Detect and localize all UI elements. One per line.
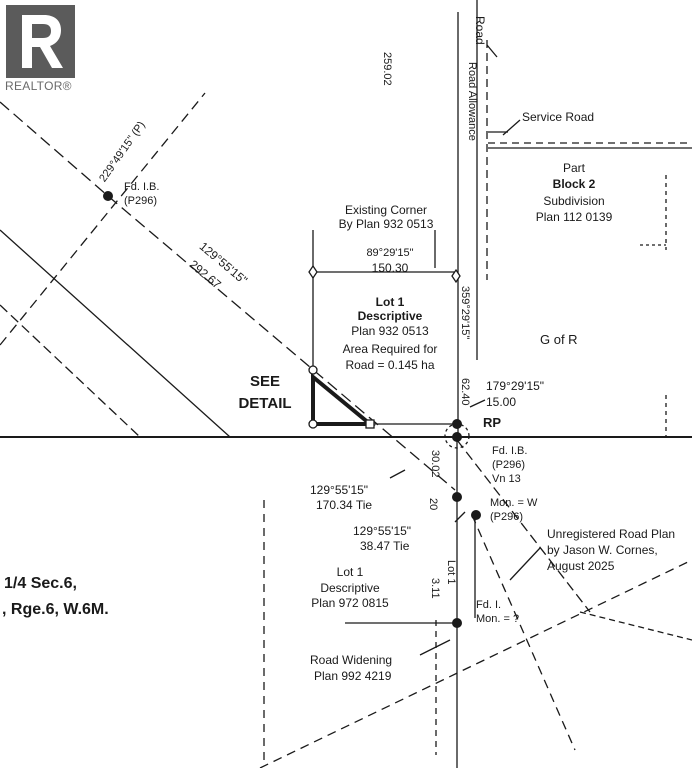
dist-bottom1-label: 170.34 Tie: [316, 498, 373, 512]
detail-label: DETAIL: [238, 395, 292, 412]
descriptive-bottom-label: Descriptive: [320, 581, 380, 595]
area-required-label: Area Required for: [342, 342, 438, 356]
unregistered-leader: [509, 547, 541, 581]
widening-leader: [419, 639, 451, 656]
bearing-leader: [469, 399, 486, 408]
dist-vert-mid-label: 30.02: [429, 450, 441, 478]
block2-label: Block 2: [552, 177, 596, 191]
part-label: Part: [562, 161, 585, 175]
diagonal-dashed-left: [0, 304, 141, 438]
service-road-label: Service Road: [522, 110, 595, 124]
fd-mon-ref-label: Mon. = ?: [476, 613, 520, 625]
diagonal-dashed-upper: [0, 92, 206, 346]
existing-corner-label-2: By Plan 932 0513: [338, 217, 434, 231]
road-leader: [486, 44, 498, 58]
service-road-leader: [502, 119, 521, 136]
see-label: SEE: [249, 373, 280, 390]
diagonal-bottom-3: [579, 611, 692, 641]
diagonal-solid-left: [0, 229, 231, 438]
unregistered-label-2: by Jason W. Cornes,: [547, 543, 658, 557]
dist-62-label: 62.40: [459, 378, 471, 406]
plan-widening-label: Plan 992 4219: [314, 669, 392, 683]
road-ha-label: Road = 0.145 ha: [345, 358, 435, 372]
realtor-logo-icon: [6, 5, 75, 78]
monument-marker-2: [471, 510, 481, 520]
realtor-watermark-text: REALTOR®: [5, 79, 72, 93]
dist-right-label: 15.00: [486, 395, 517, 409]
fd-mon-label: Fd. I.: [476, 599, 502, 611]
diagonal-bottom-1: [456, 439, 591, 613]
rp-marker: [452, 432, 462, 442]
plan-112-label: Plan 112 0139: [535, 210, 613, 224]
lot-corner-open-2: [308, 419, 318, 429]
lot1-bottom-label: Lot 1: [336, 565, 364, 579]
found-ib-label: Fd. I.B.: [492, 445, 528, 457]
descriptive-label: Descriptive: [357, 309, 423, 323]
lot1-vert-label: Lot 1: [445, 560, 457, 585]
lot1-vert-dist-label: 3.11: [429, 578, 441, 599]
plan-bottom-label: Plan 972 0815: [311, 596, 389, 610]
bearing-lot-top-label: 89°29'15": [366, 247, 414, 259]
monument-marker-1: [452, 492, 462, 502]
section-label: 1/4 Sec.6,: [4, 575, 77, 592]
road-allowance-label: Road Allowance: [466, 62, 478, 141]
plan932-label: Plan 932 0513: [351, 324, 429, 338]
existing-corner-label-1: Existing Corner: [344, 203, 428, 217]
found-pin-marker: [103, 191, 113, 201]
diagonal-bottom-long: [259, 559, 692, 768]
dist-lot-top-label: 150.30: [371, 261, 409, 275]
road-widening-label: Road Widening: [310, 653, 393, 667]
lot1-label: Lot 1: [375, 295, 405, 309]
bearing-bottom1-label: 129°55'15": [310, 483, 369, 497]
lot-corner-open-1: [308, 365, 318, 375]
bearing-right-label: 179°29'15": [486, 379, 545, 393]
monument-ref-label: (P296): [490, 511, 524, 523]
diagonal-tie-line: [107, 195, 456, 491]
dist-vert-small-label: 20: [427, 498, 439, 511]
lot-corner-diamond-1: [308, 264, 318, 280]
gof-label: G of R: [540, 332, 578, 347]
township-label: , Rge.6, W.6M.: [2, 601, 109, 618]
found-pin-label: Fd. I.B.: [124, 181, 160, 193]
tie-leader-1: [389, 469, 406, 479]
found-vn-label: Vn 13: [492, 473, 521, 485]
corner-marker: [452, 419, 462, 429]
vert-bearing-label: 359°29'15": [459, 286, 471, 340]
detail-triangle: [311, 372, 376, 426]
widening-marker: [452, 618, 462, 628]
road-vertical-label: Road: [473, 16, 487, 45]
tie-leader-2: [454, 511, 466, 523]
unregistered-label-3: August 2025: [547, 559, 615, 573]
subdivision-label: Subdivision: [543, 194, 605, 208]
found-ref-label: (P296): [492, 459, 526, 471]
diagonal-bottom-2: [471, 514, 576, 751]
dist-bottom2-label: 38.47 Tie: [360, 539, 410, 553]
monument-label: Mon. = W: [490, 497, 538, 509]
lot-corner-square: [365, 419, 375, 429]
rp-label: RP: [483, 415, 502, 430]
bearing-bottom2-label: 129°55'15": [353, 524, 412, 538]
diagonal-tie-extension: [0, 101, 109, 197]
unregistered-label-1: Unregistered Road Plan: [547, 527, 676, 541]
lot-corner-diamond-2: [451, 268, 461, 284]
dist-top-label: 259.02: [381, 52, 393, 86]
found-pin-ref-label: (P296): [124, 195, 158, 207]
